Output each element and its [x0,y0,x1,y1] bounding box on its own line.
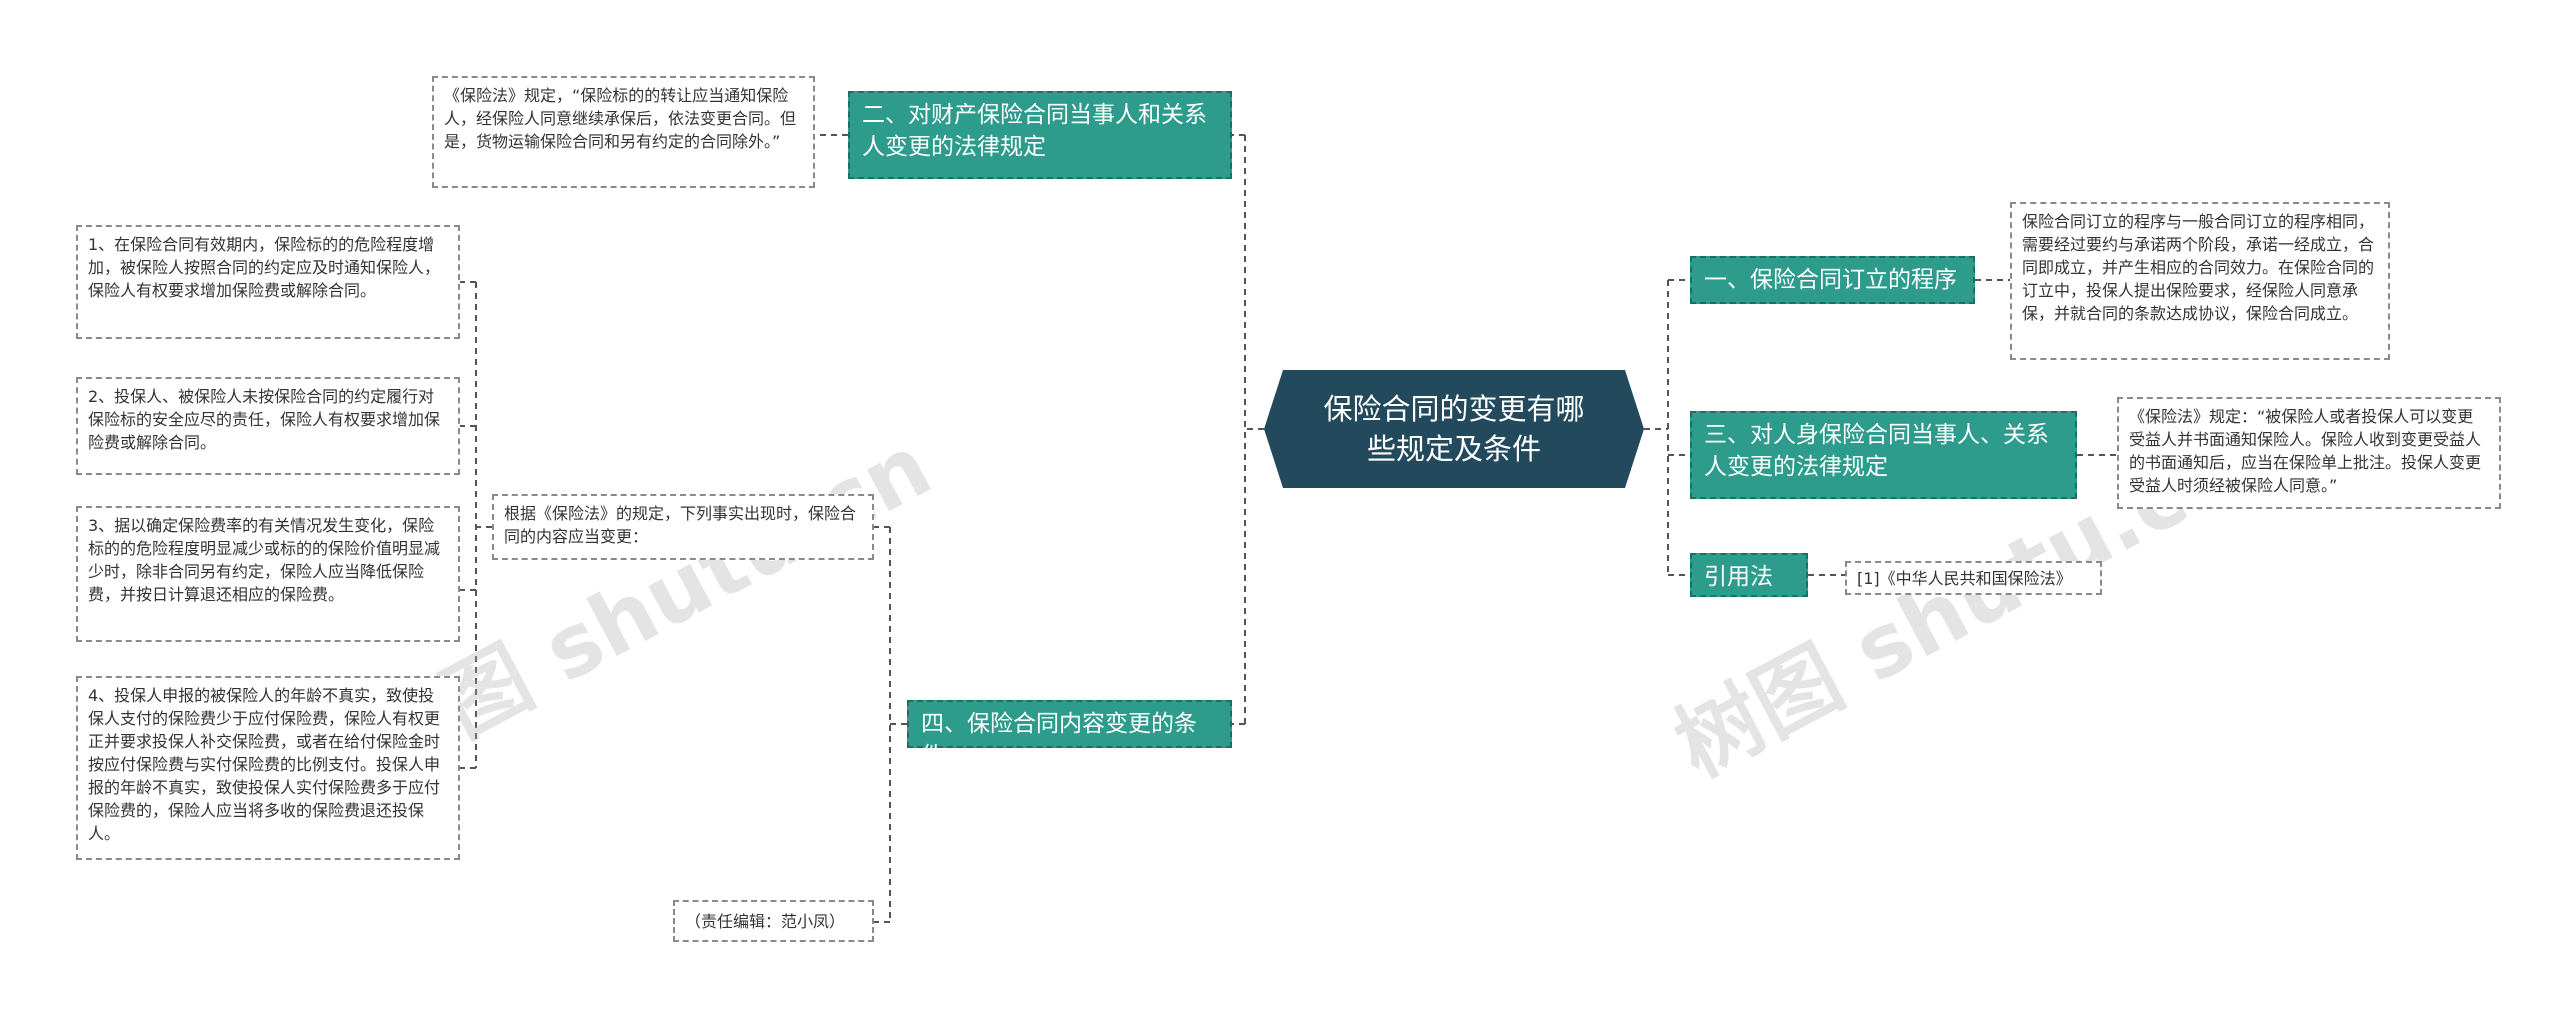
leaf-text: 《保险法》规定：“被保险人或者投保人可以变更受益人并书面通知保险人。保险人收到变… [2129,407,2482,495]
branch-cited-law[interactable]: 引用法条 [1690,553,1808,622]
leaf-text: 2、投保人、被保险人未按保险合同的约定履行对保险标的安全应尽的责任，保险人有权要… [88,387,441,452]
leaf-text: 保险合同订立的程序与一般合同订立的程序相同，需要经过要约与承诺两个阶段，承诺一经… [2022,212,2375,323]
leaf-conditions-intro[interactable]: 根据《保险法》的规定，下列事实出现时，保险合同的内容应当变更： [492,494,874,560]
branch-content-change-conditions[interactable]: 四、保险合同内容变更的条件 [907,700,1232,769]
leaf-text: （责任编辑：范小凤） [685,912,846,931]
branch-label: 二、对财产保险合同当事人和关系人变更的法律规定 [862,102,1207,160]
leaf-text: 3、据以确定保险费率的有关情况发生变化，保险标的的危险程度明显减少或标的的保险价… [88,516,441,604]
branch-contract-formation[interactable]: 一、保险合同订立的程序 [1690,256,1975,304]
root-topic-label: 保险合同的变更有哪些规定及条件 [1323,392,1585,466]
branch-label: 三、对人身保险合同当事人、关系人变更的法律规定 [1704,422,2049,480]
connector-root-right [1644,279,1690,576]
leaf-text: [1]《中华人民共和国保险法》 [1857,569,2072,588]
leaf-text: 根据《保险法》的规定，下列事实出现时，保险合同的内容应当变更： [504,504,857,546]
leaf-condition-item-3[interactable]: 3、据以确定保险费率的有关情况发生变化，保险标的的危险程度明显减少或标的的保险价… [76,506,460,642]
branch-property-insurance-change[interactable]: 二、对财产保险合同当事人和关系人变更的法律规定 [848,91,1232,179]
root-topic[interactable]: 保险合同的变更有哪些规定及条件 [1264,370,1644,488]
branch-label: 一、保险合同订立的程序 [1704,267,1957,293]
branch-label: 引用法条 [1704,564,1773,622]
leaf-condition-item-1[interactable]: 1、在保险合同有效期内，保险标的的危险程度增加，被保险人按照合同的约定应及时通知… [76,225,460,339]
connector-root-left [1232,134,1264,725]
leaf-contract-formation-detail[interactable]: 保险合同订立的程序与一般合同订立的程序相同，需要经过要约与承诺两个阶段，承诺一经… [2010,202,2390,360]
leaf-property-insurance-detail[interactable]: 《保险法》规定，“保险标的的转让应当通知保险人，经保险人同意继续承保后，依法变更… [432,76,815,188]
leaf-condition-item-2[interactable]: 2、投保人、被保险人未按保险合同的约定履行对保险标的安全应尽的责任，保险人有权要… [76,377,460,475]
branch-personal-insurance-change[interactable]: 三、对人身保险合同当事人、关系人变更的法律规定 [1690,411,2077,499]
leaf-law-reference[interactable]: [1]《中华人民共和国保险法》 [1845,561,2102,595]
connector-intro-items [460,281,492,769]
leaf-text: 4、投保人申报的被保险人的年龄不真实，致使投保人支付的保险费少于应付保险费，保险… [88,686,441,843]
leaf-editor-credit[interactable]: （责任编辑：范小凤） [673,900,874,942]
leaf-text: 《保险法》规定，“保险标的的转让应当通知保险人，经保险人同意继续承保后，依法变更… [444,86,797,151]
leaf-condition-item-4[interactable]: 4、投保人申报的被保险人的年龄不真实，致使投保人支付的保险费少于应付保险费，保险… [76,676,460,860]
branch-label: 四、保险合同内容变更的条件 [921,711,1197,769]
leaf-text: 1、在保险合同有效期内，保险标的的危险程度增加，被保险人按照合同的约定应及时通知… [88,235,441,300]
leaf-personal-insurance-detail[interactable]: 《保险法》规定：“被保险人或者投保人可以变更受益人并书面通知保险人。保险人收到变… [2117,397,2501,509]
connector-b4-children [874,526,907,923]
